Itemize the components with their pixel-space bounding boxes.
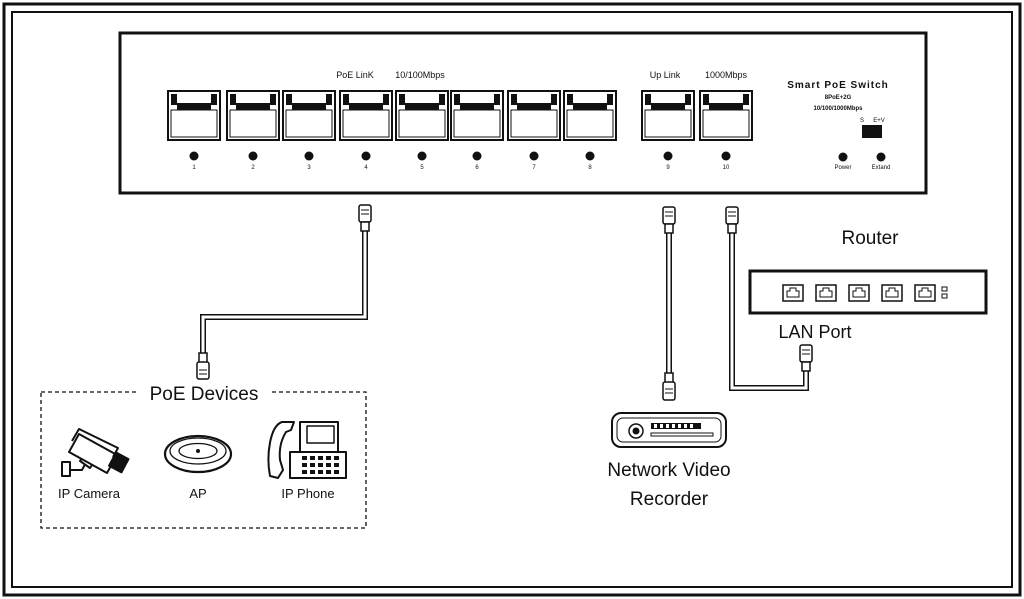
ip-camera-icon (61, 428, 130, 477)
port-number: 9 (666, 165, 670, 171)
mode-switch-s-label: S (860, 118, 864, 124)
poe-title-mask (137, 381, 271, 403)
extend-label: Extand (872, 165, 891, 171)
poe-devices-title: PoE Devices (150, 384, 259, 405)
port-number: 3 (307, 165, 311, 171)
nvr-label-line2: Recorder (630, 489, 709, 510)
port-led (472, 151, 482, 161)
port-3 (282, 90, 336, 141)
router-icon (748, 269, 988, 315)
port-led (189, 151, 199, 161)
nvr-label-line1: Network Video (607, 460, 730, 481)
port-led (248, 151, 258, 161)
port-number: 5 (420, 165, 424, 171)
rj45-plug-icon (662, 372, 676, 401)
port-number: 4 (364, 165, 368, 171)
cable-nvr (662, 206, 676, 401)
switch-speed: 10/100/1000Mbps (813, 106, 863, 112)
port-numbers: 1 2 3 4 5 6 7 8 9 10 (192, 165, 730, 171)
switch-title: Smart PoE Switch (787, 80, 889, 91)
inner-frame (11, 11, 1013, 588)
router-label: Router (841, 228, 899, 249)
nvr-icon (611, 412, 727, 448)
port-led (721, 151, 731, 161)
port-1 (167, 90, 221, 141)
extend-led (876, 152, 886, 162)
port-number: 1 (192, 165, 196, 171)
port-4 (339, 90, 393, 141)
port-led (585, 151, 595, 161)
access-point-icon (163, 434, 233, 474)
port-number: 10 (723, 165, 730, 171)
ip-phone-label: IP Phone (281, 486, 334, 501)
ports (167, 90, 753, 141)
ip-camera-label: IP Camera (58, 486, 121, 501)
poe-speed-label: 10/100Mbps (395, 70, 445, 80)
lan-port-label: LAN Port (778, 322, 851, 342)
power-led (838, 152, 848, 162)
port-led (361, 151, 371, 161)
mode-switch-e-label: E+V (873, 118, 885, 124)
port-number: 6 (475, 165, 479, 171)
switch-subtitle: 8PoE+2G (825, 95, 852, 101)
power-label: Power (834, 165, 851, 171)
port-led (417, 151, 427, 161)
port-led (529, 151, 539, 161)
poe-link-label: PoE LinK (336, 70, 374, 80)
cable-poe (196, 204, 372, 380)
port-leds (189, 151, 731, 161)
rj45-plug-icon (799, 344, 813, 372)
port-10 (699, 90, 753, 141)
port-9 (641, 90, 695, 141)
port-2 (226, 90, 280, 141)
rj45-plug-icon (358, 204, 372, 232)
port-6 (450, 90, 504, 141)
uplink-speed-label: 1000Mbps (705, 70, 748, 80)
rj45-plug-icon (662, 206, 676, 234)
port-7 (507, 90, 561, 141)
rj45-plug-icon (725, 206, 739, 234)
port-number: 2 (251, 165, 255, 171)
port-8 (563, 90, 617, 141)
port-led (663, 151, 673, 161)
port-led (304, 151, 314, 161)
ap-label: AP (189, 486, 206, 501)
port-number: 8 (588, 165, 592, 171)
uplink-label: Up Link (650, 70, 681, 80)
rj45-plug-icon (196, 352, 210, 380)
port-number: 7 (532, 165, 536, 171)
cable-router (725, 206, 813, 391)
mode-switch[interactable] (862, 125, 882, 138)
port-5 (395, 90, 449, 141)
ip-phone-icon (267, 421, 347, 479)
